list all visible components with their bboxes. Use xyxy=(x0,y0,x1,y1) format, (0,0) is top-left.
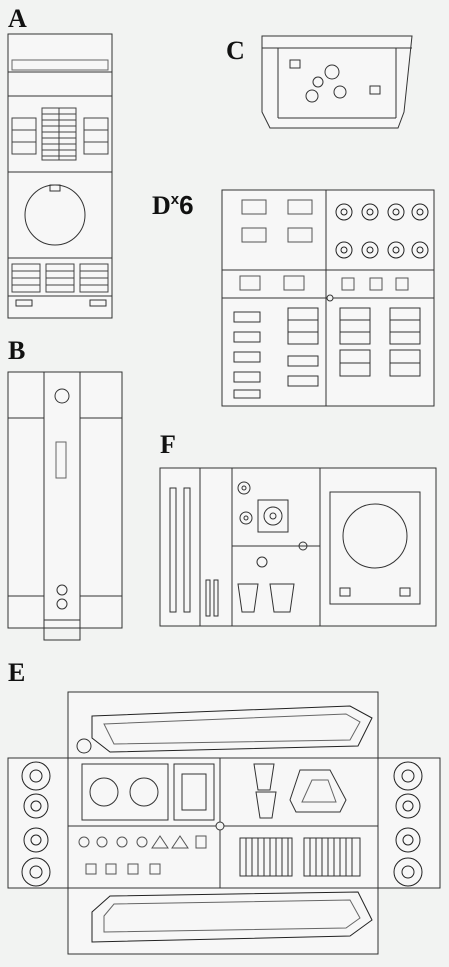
sprue-e xyxy=(8,692,440,954)
label-a: A xyxy=(8,4,27,33)
sprue-e-ribbed-panels xyxy=(240,838,360,876)
label-d: Dx6 xyxy=(152,192,194,219)
sprue-d-track-links xyxy=(234,308,420,398)
part-a-hull-plate xyxy=(8,34,112,318)
sprue-f xyxy=(160,468,436,626)
part-b-hull-side xyxy=(8,372,122,640)
label-f: F xyxy=(160,430,176,459)
label-d-letter: D xyxy=(152,191,171,220)
label-d-multiplier: x xyxy=(170,191,180,208)
label-e: E xyxy=(8,658,26,687)
part-c-hull-tub xyxy=(262,36,412,128)
label-c: C xyxy=(226,36,245,65)
label-b: B xyxy=(8,336,26,365)
sprue-d-road-wheels xyxy=(336,204,428,258)
sprue-e-sprockets-left xyxy=(22,762,50,886)
label-d-count: 6 xyxy=(179,190,194,220)
sprue-e-sprockets-right xyxy=(394,762,422,886)
sprue-e-track-lower xyxy=(92,892,372,942)
sprue-d xyxy=(222,190,434,406)
sprue-f-barrels xyxy=(170,488,218,616)
sprue-e-track-upper xyxy=(92,706,372,752)
sprue-f-turret-plate xyxy=(330,492,420,604)
